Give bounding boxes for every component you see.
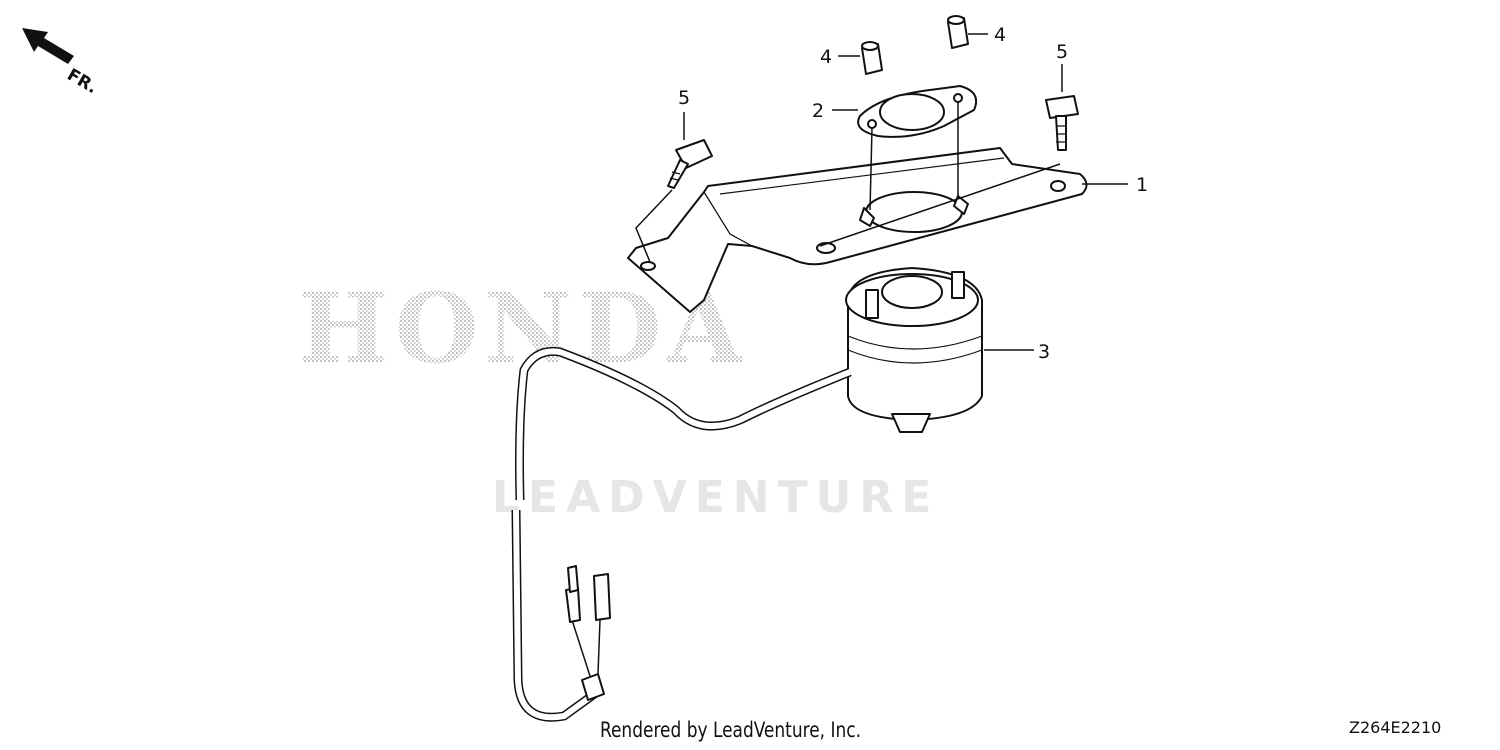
bracket-part bbox=[627, 147, 1088, 313]
callout-5-right: 5 bbox=[1056, 41, 1068, 63]
nut-part-right bbox=[947, 15, 969, 49]
diagram-code: Z264E2210 bbox=[1349, 718, 1442, 737]
callout-1: 1 bbox=[1136, 174, 1148, 196]
front-label: FR. bbox=[64, 65, 101, 98]
front-arrow-icon bbox=[22, 28, 74, 64]
callout-2: 2 bbox=[812, 100, 824, 122]
leader-lines bbox=[635, 33, 1128, 351]
motor-part bbox=[845, 267, 983, 433]
bolt-part-right bbox=[1045, 95, 1079, 151]
nut-part-left bbox=[861, 41, 883, 75]
gasket-part bbox=[857, 85, 978, 138]
wire-harness bbox=[511, 346, 852, 722]
credit-text: Rendered by LeadVenture, Inc. bbox=[600, 718, 861, 742]
callout-3: 3 bbox=[1038, 341, 1050, 363]
callout-5-left: 5 bbox=[678, 87, 690, 109]
bolt-part-left bbox=[667, 139, 713, 189]
leadventure-watermark: LEADVENTURE bbox=[492, 472, 939, 523]
callout-4-left: 4 bbox=[820, 46, 832, 68]
callout-4-right: 4 bbox=[994, 24, 1006, 46]
